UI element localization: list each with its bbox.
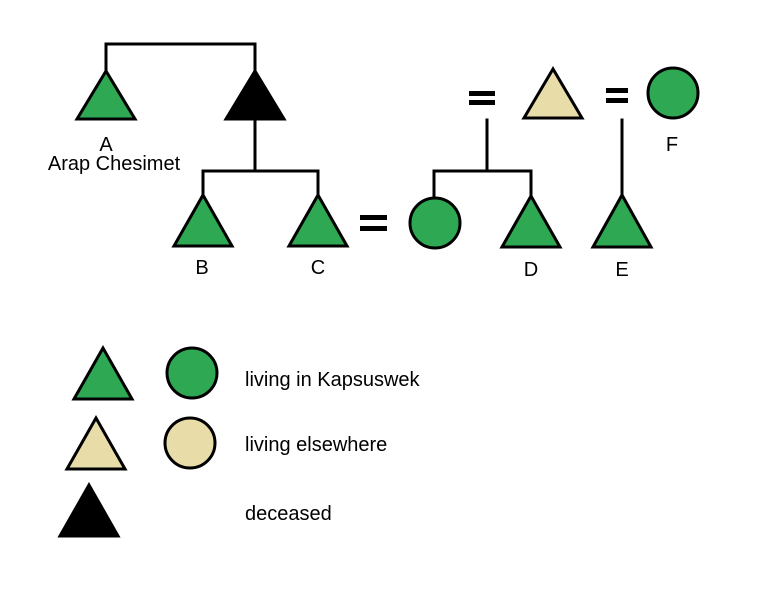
legend-tan-triangle-icon <box>64 414 128 471</box>
legend-black-triangle-icon <box>57 481 121 538</box>
legend-green-circle-icon <box>165 346 219 400</box>
legend-green-triangle-icon <box>71 344 135 401</box>
person-d-label: D <box>524 259 538 281</box>
legend-label-deceased: deceased <box>245 503 332 525</box>
person-f-label: F <box>666 134 678 156</box>
person-a-label: A <box>99 134 113 156</box>
sibling-bracket-a-deceased <box>104 42 257 73</box>
marriage-equals-elsewhere-male-icon <box>469 91 495 105</box>
marriage-equals-elsewhere-male-f-icon <box>606 88 628 103</box>
person-elsewhere-male-triangle <box>521 66 585 120</box>
sibling-bracket-b-c <box>201 169 320 197</box>
marriage-equals-c-wife-icon <box>360 215 387 231</box>
person-e-label: E <box>615 259 628 281</box>
legend-tan-circle-icon <box>163 416 217 470</box>
person-e-triangle <box>590 191 654 249</box>
person-c-wife-circle <box>408 196 462 250</box>
legend: living in Kapsuswek living elsewhere dec… <box>57 344 421 538</box>
person-b-label: B <box>195 257 208 279</box>
person-deceased-triangle <box>223 68 287 121</box>
legend-label-kapsuswek: living in Kapsuswek <box>245 369 421 391</box>
person-f-circle <box>646 66 700 120</box>
sibling-bracket-wife-d <box>432 169 533 199</box>
person-a-name: Arap Chesimet <box>48 153 181 175</box>
person-c-triangle <box>286 191 350 248</box>
person-b-triangle <box>171 191 235 248</box>
person-d-triangle <box>499 192 563 249</box>
legend-label-elsewhere: living elsewhere <box>245 434 387 456</box>
person-a-triangle <box>74 68 138 121</box>
person-c-label: C <box>311 257 325 279</box>
